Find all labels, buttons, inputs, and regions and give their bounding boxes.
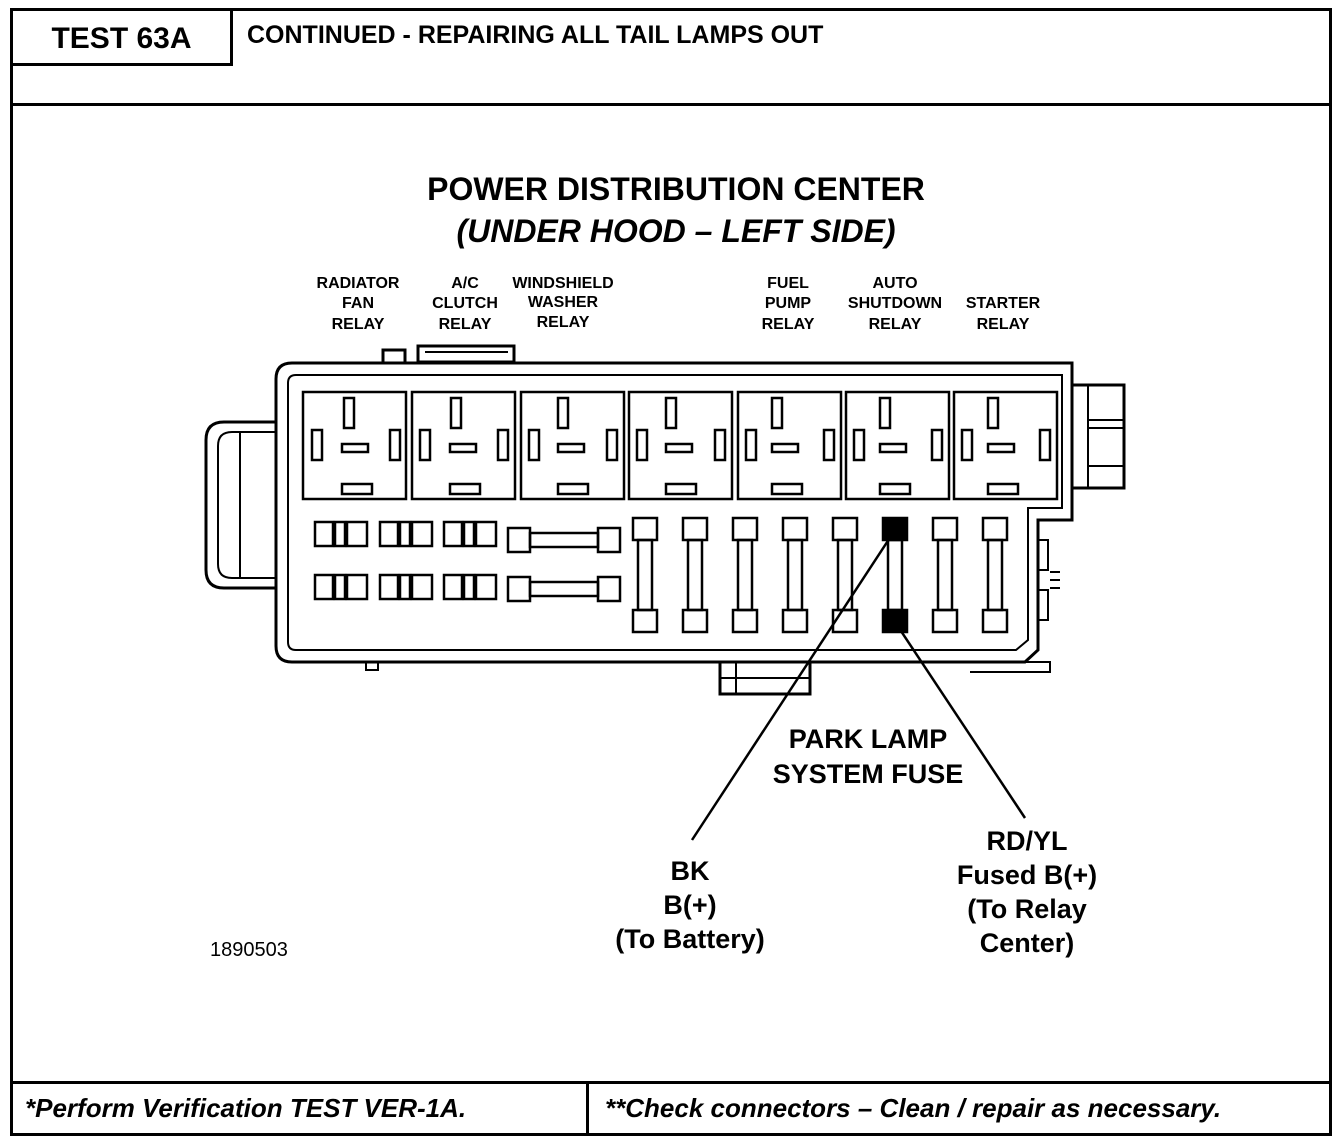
wire-right-color: RD/YL bbox=[987, 826, 1068, 856]
park-lamp-fuse bbox=[881, 516, 909, 634]
relay-label-fuel-2: PUMP bbox=[765, 295, 812, 312]
header-row: TEST 63A CONTINUED - REPAIRING ALL TAIL … bbox=[13, 11, 1329, 106]
wire-right-dest-1: (To Relay bbox=[967, 894, 1087, 924]
relay-socket-empty bbox=[627, 390, 734, 501]
wire-right-desc: Fused B(+) bbox=[957, 860, 1097, 890]
relay-label-washer-1: WINDSHIELD bbox=[512, 275, 613, 292]
relay-label-washer-3: RELAY bbox=[537, 314, 590, 331]
relay-socket-windshield-washer bbox=[519, 390, 626, 501]
relay-socket-ac-clutch bbox=[410, 390, 517, 501]
test-id: TEST 63A bbox=[13, 11, 233, 66]
header-title: CONTINUED - REPAIRING ALL TAIL LAMPS OUT bbox=[247, 21, 824, 49]
relay-label-asd-1: AUTO bbox=[872, 275, 917, 292]
relay-label-starter-2: RELAY bbox=[977, 316, 1030, 333]
relay-label-ac-2: CLUTCH bbox=[432, 295, 498, 312]
leader-lines bbox=[690, 529, 1027, 841]
diagram-title: POWER DISTRIBUTION CENTER bbox=[427, 171, 925, 207]
relay-label-asd-2: SHUTDOWN bbox=[848, 295, 942, 312]
fuse-label-1: PARK LAMP bbox=[789, 724, 948, 754]
wire-right-dest-2: Center) bbox=[980, 928, 1075, 958]
mini-fuses bbox=[313, 520, 498, 601]
figure-number: 1890503 bbox=[210, 939, 288, 961]
relay-labels: RADIATOR FAN RELAY A/C CLUTCH RELAY WIND… bbox=[317, 275, 1041, 333]
wire-left-desc: B(+) bbox=[663, 890, 716, 920]
fuse-label-2: SYSTEM FUSE bbox=[773, 759, 964, 789]
cartridge-fuses bbox=[506, 526, 622, 603]
wire-left-color: BK bbox=[671, 856, 710, 886]
page-frame: TEST 63A CONTINUED - REPAIRING ALL TAIL … bbox=[10, 8, 1332, 1136]
relay-label-fuel-3: RELAY bbox=[762, 316, 815, 333]
diagram-subtitle: (UNDER HOOD – LEFT SIDE) bbox=[456, 213, 895, 249]
relay-label-washer-2: WASHER bbox=[528, 294, 599, 311]
relay-socket-auto-shutdown bbox=[844, 390, 951, 501]
wire-left-dest: (To Battery) bbox=[615, 924, 765, 954]
maxi-fuses bbox=[631, 516, 1009, 634]
relay-label-fuel-1: FUEL bbox=[767, 275, 809, 292]
relay-sockets bbox=[301, 390, 1059, 501]
relay-label-radiator-1: RADIATOR bbox=[317, 275, 400, 292]
relay-label-radiator-3: RELAY bbox=[332, 316, 385, 333]
relay-socket-starter bbox=[952, 390, 1059, 501]
relay-label-asd-3: RELAY bbox=[869, 316, 922, 333]
relay-label-radiator-2: FAN bbox=[342, 295, 374, 312]
footer-connector-note: **Check connectors – Clean / repair as n… bbox=[605, 1093, 1222, 1123]
relay-socket-radiator-fan bbox=[301, 390, 408, 501]
footer-row: *Perform Verification TEST VER-1A. **Che… bbox=[13, 1081, 1329, 1133]
relay-label-ac-1: A/C bbox=[451, 275, 479, 292]
relay-label-starter-1: STARTER bbox=[966, 295, 1041, 312]
relay-label-ac-3: RELAY bbox=[439, 316, 492, 333]
relay-socket-fuel-pump bbox=[736, 390, 843, 501]
footer-verification-note: *Perform Verification TEST VER-1A. bbox=[13, 1084, 589, 1133]
